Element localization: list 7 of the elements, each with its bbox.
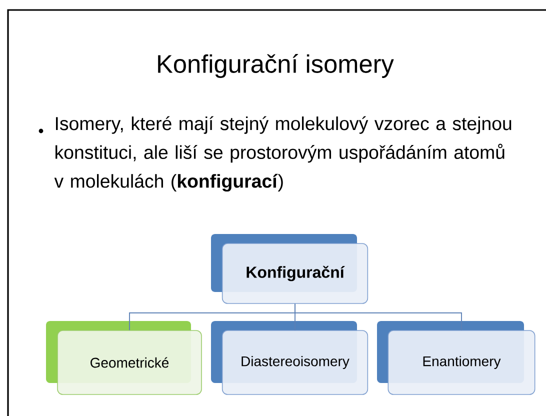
hierarchy-box: Konfigurační — [211, 234, 368, 304]
connector-line — [294, 303, 462, 331]
hierarchy-box: Geometrické — [46, 321, 202, 395]
hierarchy-box: Enantiomery — [377, 321, 536, 395]
bullet-text: Isomery, které mají stejný molekulový vzorec a stejnou konstituci, ale liší se prostorovým uspořádáním atomů v molekulách (konfigurací) — [54, 116, 512, 192]
hierarchy-box: Diastereoisomery — [211, 321, 368, 395]
slide-title: Konfigurační isomery — [158, 54, 394, 78]
